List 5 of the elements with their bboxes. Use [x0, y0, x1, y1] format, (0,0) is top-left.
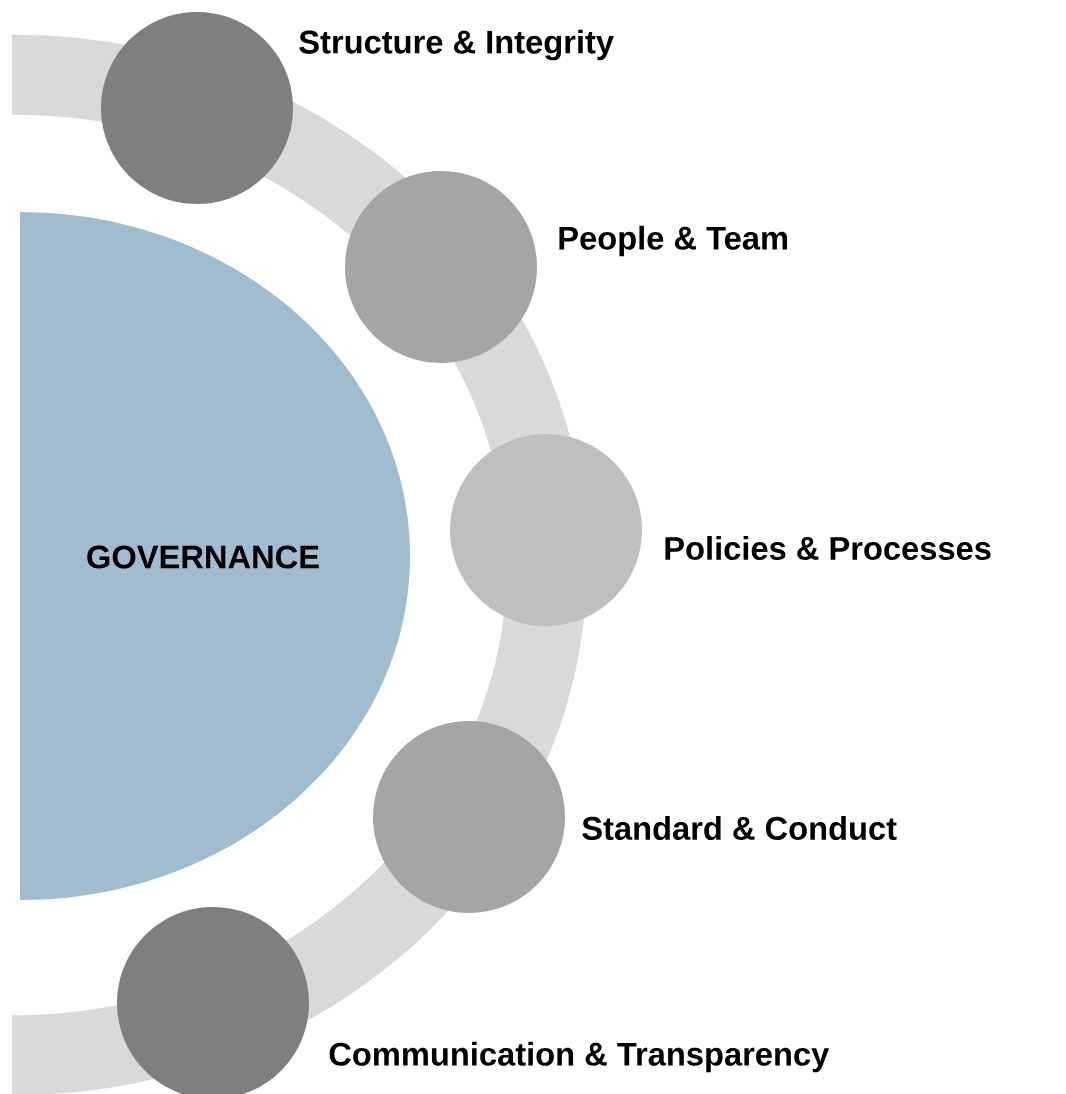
circle-label: Standard & Conduct [582, 816, 897, 840]
circle-label: Policies & Processes [665, 536, 991, 560]
circle-label: Structure & Integrity [299, 29, 614, 61]
circle-label: Communication & Transparency [329, 1041, 830, 1073]
circle-label: People & Team [559, 225, 787, 257]
